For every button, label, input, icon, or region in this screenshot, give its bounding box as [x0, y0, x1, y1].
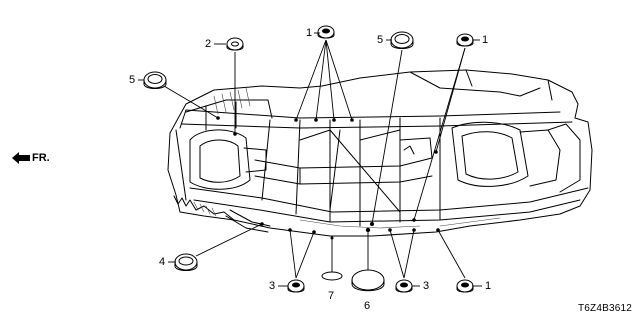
attachment-points	[216, 116, 440, 240]
callout-number: 1	[306, 27, 313, 39]
grommet-icon	[226, 37, 244, 51]
body-outline	[167, 69, 593, 237]
callout-number: 1	[482, 34, 489, 46]
grommet-icon	[456, 279, 474, 293]
grommet-icon	[456, 33, 474, 47]
diagram-code: T6Z4B3612	[577, 303, 632, 314]
callout-number: 5	[129, 74, 136, 86]
leader-lines	[138, 32, 482, 287]
callout-number: 2	[205, 38, 212, 50]
grommet-icon	[143, 71, 167, 89]
front-label: FR.	[32, 152, 50, 164]
grommet-icon	[321, 271, 343, 281]
grommet-parts	[143, 25, 474, 293]
callout-number: 6	[364, 300, 371, 312]
callout-number: 4	[159, 256, 166, 268]
grommet-icon	[395, 279, 413, 293]
arrow-left-icon	[12, 152, 30, 164]
callout-number: 3	[423, 280, 430, 292]
front-direction-indicator: FR.	[12, 152, 50, 164]
callout-number: 1	[485, 280, 492, 292]
callout-number: 7	[328, 290, 335, 302]
grommet-icon	[351, 269, 385, 292]
callout-number: 3	[269, 280, 276, 292]
grommet-icon	[287, 279, 305, 293]
grommet-icon	[390, 31, 414, 49]
grommet-icon	[174, 253, 198, 271]
grommet-icon	[317, 25, 335, 39]
callout-number: 5	[377, 34, 384, 46]
